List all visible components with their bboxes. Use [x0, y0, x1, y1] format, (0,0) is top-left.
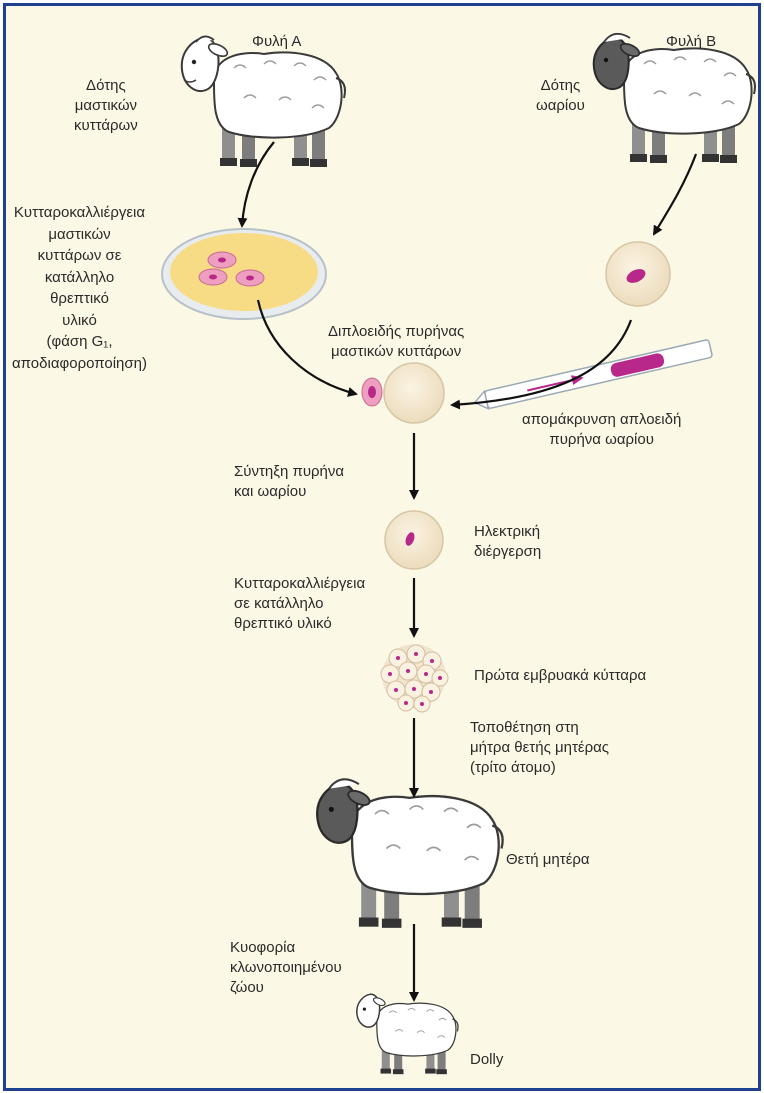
dolly-lamb-icon	[357, 994, 458, 1074]
label-surrogate-mother: Θετή μητέρα	[506, 850, 590, 870]
sheep-breed-b-icon	[594, 34, 755, 163]
mammary-cell-icon	[362, 378, 382, 406]
embryo-cells-icon	[381, 644, 448, 712]
label-first-embryo-cells: Πρώτα εμβρυακά κύτταρα	[474, 666, 646, 686]
label-fusion: Σύντηξη πυρήνα και ωαρίου	[234, 462, 344, 502]
egg-cell-icon	[606, 242, 670, 306]
pipette-icon	[473, 339, 713, 411]
label-breed-a: Φυλή Α	[252, 32, 301, 52]
label-dolly: Dolly	[470, 1050, 503, 1070]
label-donor-mammary: Δότης μαστικών κυττάρων	[74, 76, 138, 136]
label-donor-egg: Δότης ωαρίου	[536, 76, 585, 116]
label-gestation: Κυοφορία κλωνοποιημένου ζώου	[230, 938, 342, 998]
diagram-frame: Φυλή Α Φυλή Β Δότης μαστικών κυττάρων Δό…	[3, 3, 761, 1091]
arrow-egg-to-fusion	[452, 320, 631, 405]
label-breed-b: Φυλή Β	[666, 32, 716, 52]
label-remove-haploid-nucleus: απομάκρυνση απλοειδή πυρήνα ωαρίου	[522, 410, 681, 450]
label-culture-medium: Κυτταροκαλλιέργεια σε κατάλληλο θρεπτικό…	[234, 574, 365, 634]
sheep-breed-a-icon	[182, 36, 345, 167]
arrow-sheep-b-to-egg	[654, 154, 696, 234]
label-diploid-nucleus: Διπλοειδής πυρήνας μαστικών κυττάρων	[328, 322, 464, 362]
fused-egg-icon	[385, 511, 443, 569]
label-culture-mammary: Κυτταροκαλλιέργεια μαστικών κυττάρων σε …	[12, 202, 147, 374]
label-implantation: Τοποθέτηση στη μήτρα θετής μητέρας (τρίτ…	[470, 718, 609, 778]
label-electric-stimulation: Ηλεκτρική διέργερση	[474, 522, 541, 562]
cloning-diagram	[6, 6, 758, 1088]
surrogate-mother-sheep-icon	[317, 779, 502, 928]
culture-dish-icon	[162, 229, 326, 319]
enucleated-egg-icon	[384, 363, 444, 423]
